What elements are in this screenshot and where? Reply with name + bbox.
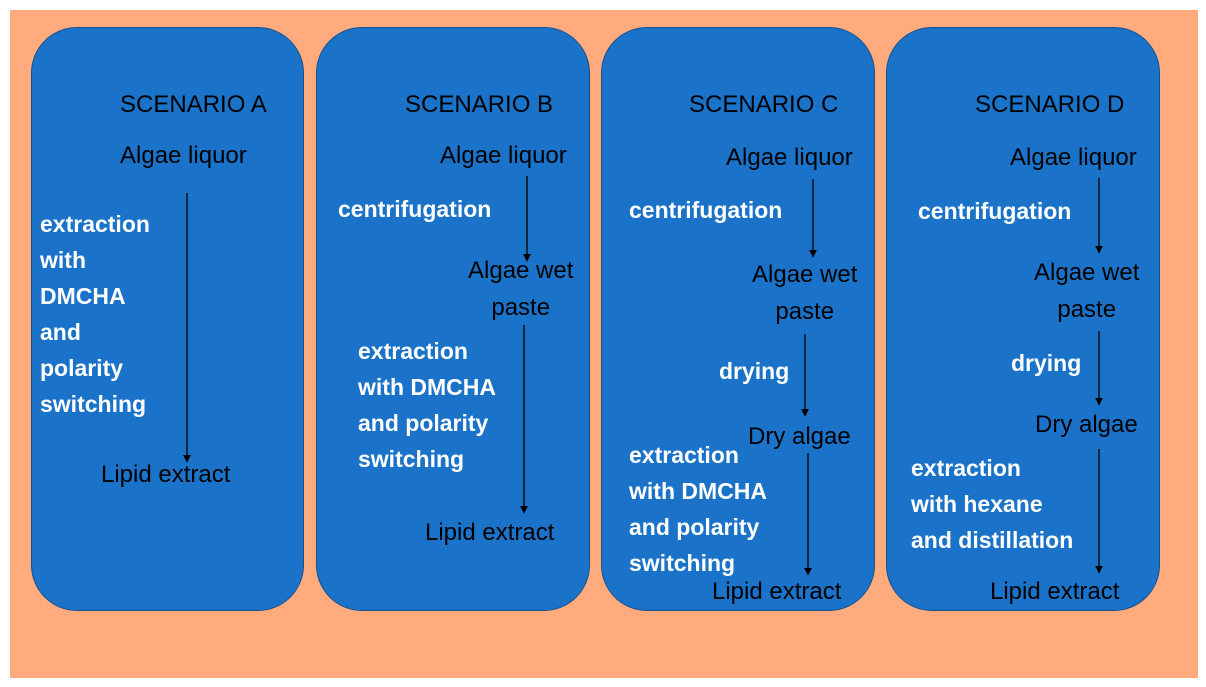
scenario-d-wet-paste: Algae wet paste bbox=[1034, 259, 1140, 323]
scenario-c-panel bbox=[601, 27, 875, 611]
scenario-d-lipid-extract: Lipid extract bbox=[990, 578, 1120, 605]
scenario-d-extraction-step: extraction with hexane and distillation bbox=[911, 455, 1074, 553]
scenario-c-algae-liquor: Algae liquor bbox=[726, 144, 853, 171]
scenario-b-centrifugation-step: centrifugation bbox=[338, 196, 492, 222]
scenario-c-extraction-step: extraction with DMCHA and polarity switc… bbox=[629, 442, 767, 576]
scenario-a-algae-liquor: Algae liquor bbox=[120, 142, 247, 169]
scenario-c-lipid-extract: Lipid extract bbox=[712, 578, 842, 605]
scenario-a-title: SCENARIO A bbox=[120, 91, 267, 118]
scenario-d-dry-algae: Dry algae bbox=[1035, 411, 1138, 438]
scenario-b-lipid-extract: Lipid extract bbox=[425, 519, 555, 546]
scenario-c-drying-step: drying bbox=[719, 358, 790, 384]
scenario-b-algae-liquor: Algae liquor bbox=[440, 142, 567, 169]
scenario-d-centrifugation-step: centrifugation bbox=[918, 198, 1072, 224]
scenario-d-drying-step: drying bbox=[1011, 350, 1082, 376]
scenario-c-wet-paste: Algae wet paste bbox=[752, 261, 858, 325]
scenario-c-dry-algae: Dry algae bbox=[748, 423, 851, 450]
scenario-a-lipid-extract: Lipid extract bbox=[101, 461, 231, 488]
scenario-b-panel bbox=[316, 27, 590, 611]
scenario-d-title: SCENARIO D bbox=[975, 91, 1125, 118]
scenario-b-extraction-step: extraction with DMCHA and polarity switc… bbox=[358, 338, 496, 472]
scenario-b-title: SCENARIO B bbox=[405, 91, 554, 118]
scenario-c-title: SCENARIO C bbox=[689, 91, 839, 118]
scenario-a-extraction-step: extraction with DMCHA and polarity switc… bbox=[40, 211, 150, 417]
scenario-c-centrifugation-step: centrifugation bbox=[629, 197, 783, 223]
scenario-d-algae-liquor: Algae liquor bbox=[1010, 144, 1137, 171]
scenario-b-wet-paste: Algae wet paste bbox=[468, 257, 574, 321]
scenario-d-panel bbox=[886, 27, 1160, 611]
scenario-a-panel bbox=[31, 27, 304, 611]
